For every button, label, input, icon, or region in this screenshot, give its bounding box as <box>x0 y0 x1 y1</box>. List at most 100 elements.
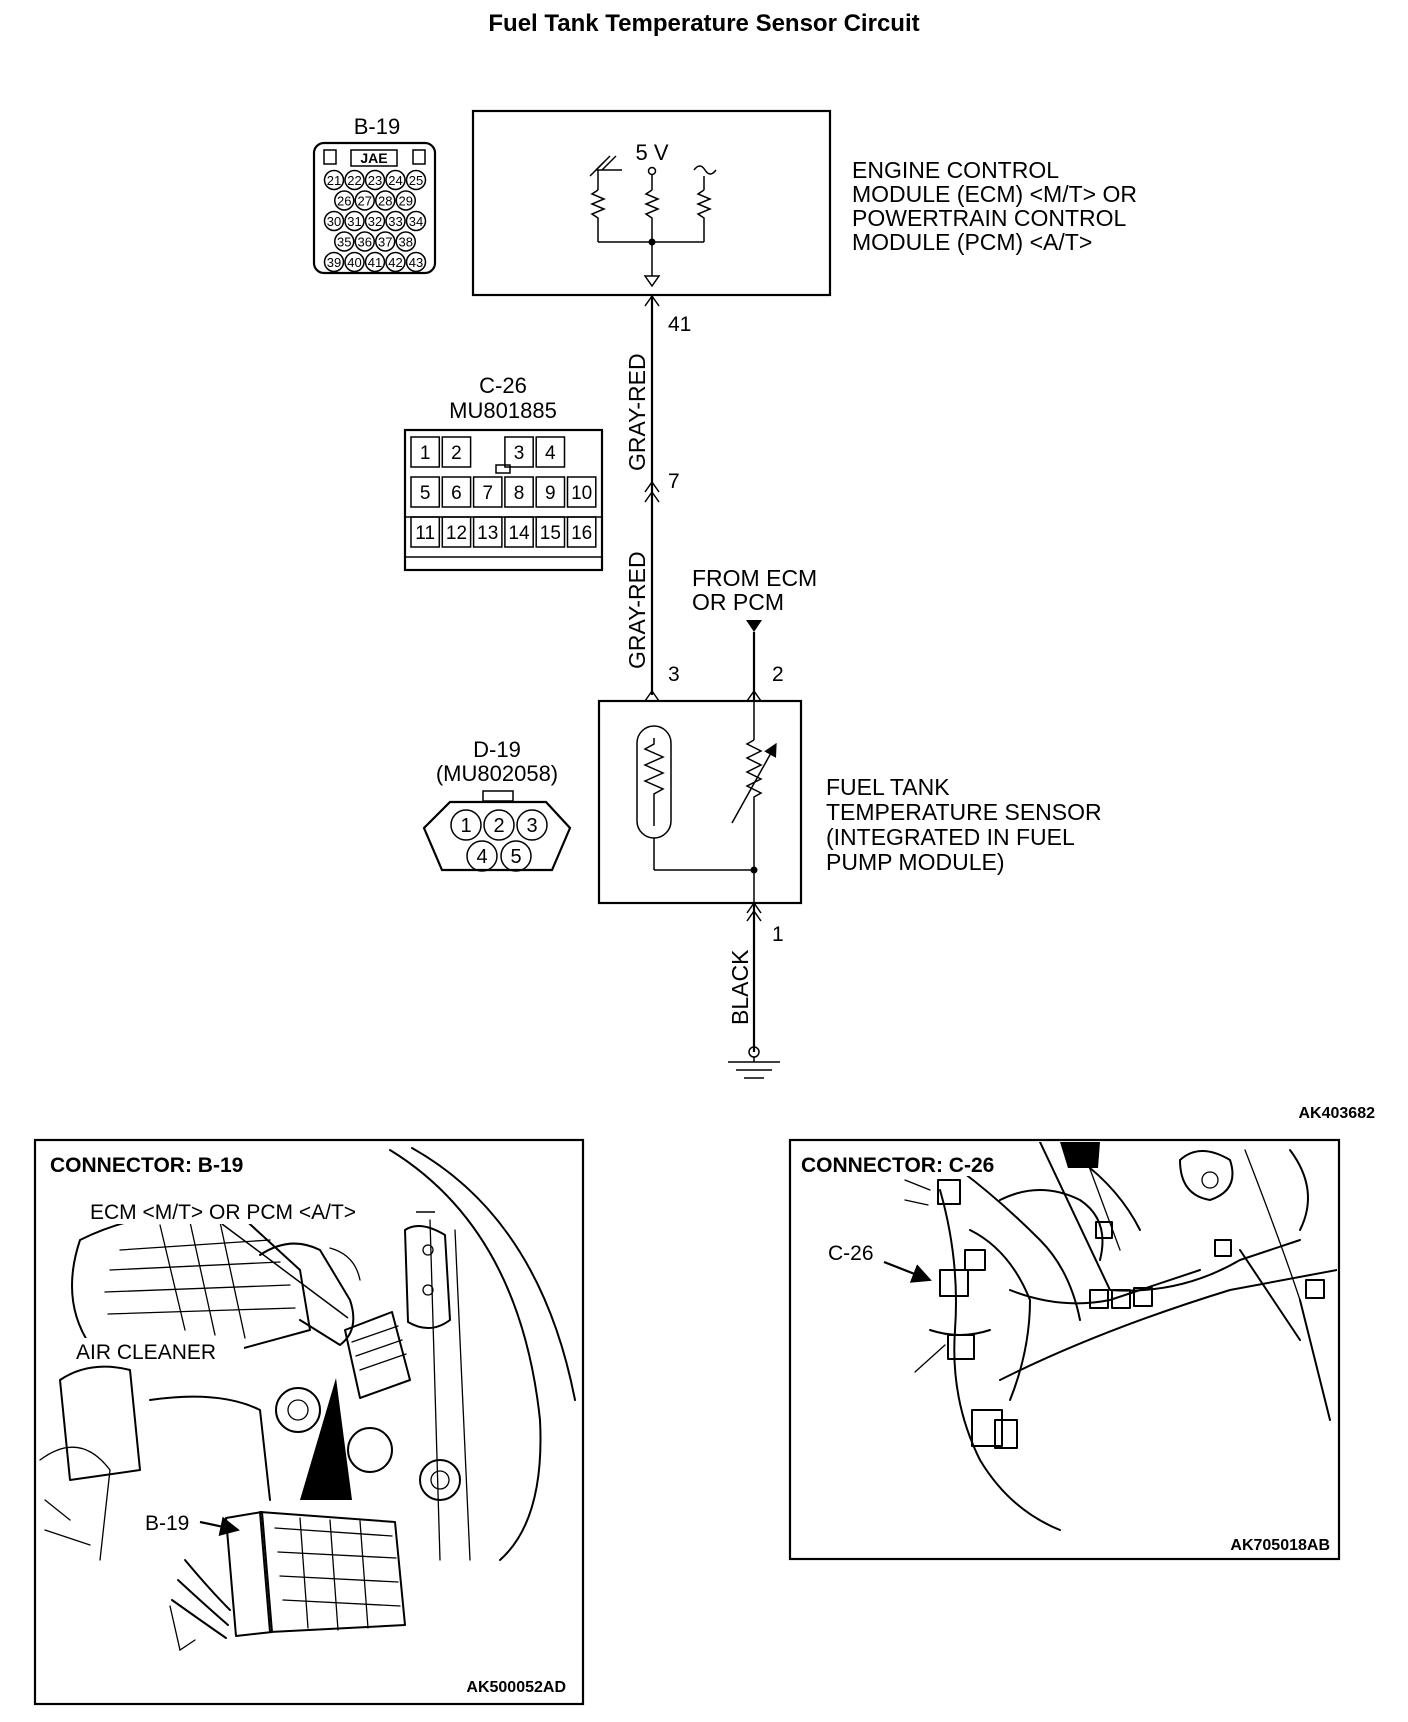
b19-pin <box>334 231 355 252</box>
wire-color-ground: BLACK <box>727 949 753 1025</box>
c26-pin-label: 14 <box>508 523 530 544</box>
b19-pin <box>385 210 406 232</box>
panel-c26-connector-label: C-26 <box>828 1242 874 1265</box>
d19-pin-label: 3 <box>526 815 537 837</box>
b19-pin-label: 29 <box>399 194 413 209</box>
fuel-tank-temperature-sensor: FUEL TANK TEMPERATURE SENSOR (INTEGRATED… <box>597 699 1108 905</box>
b19-pin-label: 38 <box>399 235 413 250</box>
pin-sensor-3: 3 <box>668 663 680 686</box>
panel-c26-heading: CONNECTOR: C-26 <box>801 1154 994 1177</box>
d19-pin-label: 1 <box>460 815 471 837</box>
b19-pin-label: 30 <box>327 214 341 229</box>
panel-b19-ecm-label: ECM <M/T> OR PCM <A/T> <box>90 1201 356 1224</box>
pin-sensor-2: 2 <box>772 663 784 686</box>
ecm-label: ENGINE CONTROL MODULE (ECM) <M/T> OR POW… <box>852 157 1143 255</box>
panel-b19-heading: CONNECTOR: B-19 <box>50 1154 243 1177</box>
ecm-signal-symbol <box>693 165 717 175</box>
b19-pin-label: 31 <box>347 214 361 229</box>
b19-pin <box>344 210 365 232</box>
c26-pin-label: 1 <box>420 443 431 464</box>
b19-pin-label: 26 <box>337 194 351 209</box>
ecm-resistor-2 <box>644 189 660 242</box>
b19-pin <box>364 169 386 191</box>
from-ecm-label: FROM ECM OR PCM <box>692 565 824 615</box>
c26-pin-cell <box>566 476 597 508</box>
drawing-code: AK403682 <box>1299 1105 1376 1122</box>
c26-pin-label: 2 <box>451 443 462 464</box>
b19-pin <box>385 251 406 273</box>
c26-pin-label: 4 <box>545 443 556 464</box>
ecm-5v-node <box>647 166 657 176</box>
connector-c26-part: MU801885 <box>449 398 557 423</box>
b19-pin-label: 39 <box>327 255 341 270</box>
b19-pin-label: 35 <box>337 235 351 250</box>
d19-pin <box>483 809 515 841</box>
b19-pin <box>323 210 345 232</box>
d19-pin <box>516 809 548 841</box>
panel-b19-location: CONNECTOR: B-19 ECM <M/T> OR PCM <A/T> A… <box>33 1138 585 1706</box>
b19-pin <box>375 231 396 252</box>
c26-pin-cell <box>410 436 441 468</box>
b19-pin-label: 25 <box>409 173 423 188</box>
c26-pin-label: 9 <box>545 483 556 504</box>
b19-pin-label: 43 <box>409 255 423 270</box>
b19-pin <box>323 251 345 273</box>
pin-ecm-41: 41 <box>668 313 691 336</box>
b19-pin <box>364 251 386 273</box>
b19-pin <box>405 169 427 191</box>
c26-pin-cell <box>472 476 503 508</box>
b19-pin <box>344 251 365 273</box>
c26-pin-label: 7 <box>482 483 493 504</box>
connector-d19-part: (MU802058) <box>436 761 558 786</box>
b19-pin <box>405 210 427 232</box>
b19-pin <box>354 190 375 211</box>
d19-pin <box>500 840 532 872</box>
b19-pin <box>334 190 355 211</box>
b19-pin-label: 42 <box>388 255 402 270</box>
connector-b19-name: B-19 <box>354 114 400 139</box>
d19-pin <box>466 840 498 872</box>
b19-pin-label: 22 <box>347 173 361 188</box>
connector-c26-name: C-26 <box>479 373 527 398</box>
panel-c26-location: CONNECTOR: C-26 C-26 AK705018AB <box>788 1138 1341 1561</box>
b19-pin-label: 34 <box>409 214 423 229</box>
harness-illustration <box>904 1142 1337 1531</box>
d19-pin-label: 2 <box>493 815 504 837</box>
ecm-ground-symbol <box>589 155 622 190</box>
wire-from-ecm: FROM ECM OR PCM <box>692 565 824 702</box>
ecm-resistor-3 <box>696 189 712 242</box>
b19-pin-label: 32 <box>368 214 382 229</box>
sensor-label: FUEL TANK TEMPERATURE SENSOR (INTEGRATED… <box>826 774 1108 875</box>
b19-pin <box>344 169 365 191</box>
c26-pin-label: 13 <box>477 523 498 544</box>
c26-pin-label: 12 <box>446 523 467 544</box>
b19-pin <box>364 210 386 232</box>
b19-pin-label: 37 <box>378 235 392 250</box>
wire-color-upper: GRAY-RED <box>624 353 650 471</box>
c26-pin-label: 16 <box>571 523 592 544</box>
b19-pin-label: 24 <box>388 173 402 188</box>
b19-pin <box>405 251 427 273</box>
b19-pin-label: 33 <box>388 214 402 229</box>
ecm-resistor-1 <box>590 189 606 242</box>
c26-pin-label: 15 <box>540 523 561 544</box>
c26-pin-cell <box>504 436 534 468</box>
panel-b19-connector-label: B-19 <box>145 1512 189 1535</box>
c26-pin-cell <box>441 476 472 508</box>
d19-pin-label: 4 <box>476 846 487 868</box>
d19-pin-label: 5 <box>510 846 521 868</box>
c26-pin-label: 6 <box>451 483 462 504</box>
b19-pin-label: 40 <box>347 255 361 270</box>
wire-black-ground: BLACK <box>727 901 780 1079</box>
connector-d19-name: D-19 <box>473 737 521 762</box>
b19-pin-label: 23 <box>368 173 382 188</box>
c26-pin-cell <box>535 476 566 508</box>
ecm-voltage-label: 5 V <box>635 140 668 165</box>
c26-pin-label: 8 <box>514 483 525 504</box>
pin-sensor-1: 1 <box>772 923 784 946</box>
c26-pin-cell <box>410 476 441 508</box>
